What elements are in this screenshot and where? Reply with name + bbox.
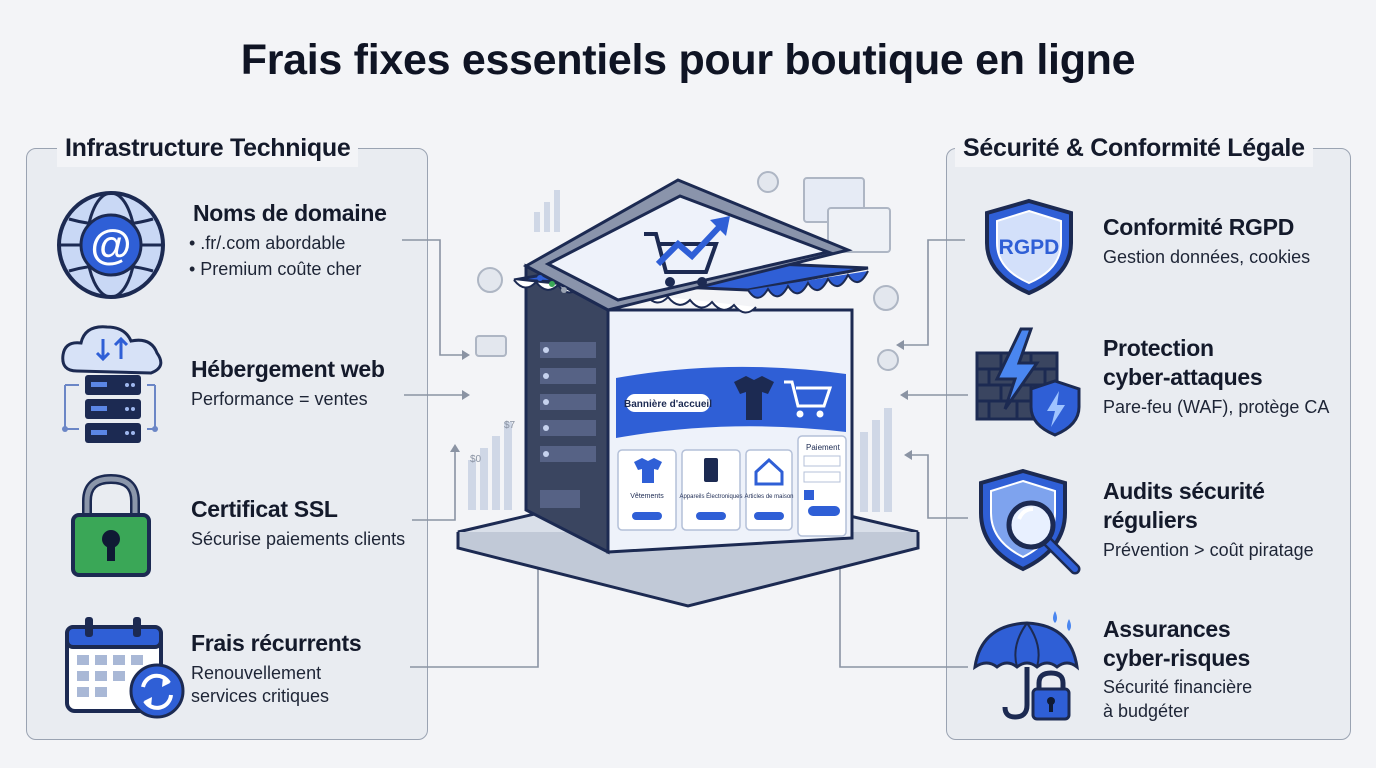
rgpd-shield-icon: RGPD (981, 197, 1077, 302)
window-dots (537, 275, 567, 293)
product-icon (704, 458, 718, 482)
item-heading: Assurances (1103, 616, 1231, 642)
item-text: Renouvellement (191, 663, 322, 683)
product-icon (754, 457, 784, 486)
product-icon (634, 458, 662, 483)
tshirt-icon (734, 376, 774, 420)
item-heading: réguliers (1103, 507, 1198, 533)
item-text: Sécurise paiements clients (191, 529, 406, 549)
card-icon (475, 335, 507, 357)
item-text: Performance = ventes (191, 389, 368, 409)
cloud-server-icon (55, 319, 171, 454)
padlock-icon (69, 473, 153, 584)
item-heading: cyber-attaques (1103, 364, 1263, 390)
category-label: Vêtements (630, 493, 664, 500)
left-panel: Infrastructure Technique @ Noms de domai… (26, 129, 428, 740)
item-text: Prévention > coût piratage (1103, 540, 1314, 560)
item-text: services critiques (191, 686, 330, 706)
left-panel-title: Infrastructure Technique (57, 129, 359, 167)
coin-icon (477, 171, 899, 371)
growth-cart-icon (644, 216, 730, 287)
item-heading: Audits sécurité (1103, 478, 1265, 504)
price-label: $7 (504, 420, 516, 431)
item-text: Sécurité financière (1103, 677, 1253, 697)
at-globe-icon: @ (55, 189, 167, 306)
right-panel: Sécurité & Conformité Légale RGPD Confor… (946, 129, 1351, 740)
item-text: à budgéter (1103, 701, 1190, 721)
shopping-cart-icon (784, 380, 833, 418)
svg-text:@: @ (91, 221, 132, 268)
price-label: $0 (470, 454, 482, 465)
item-text: Pare-feu (WAF), protège CA (1103, 397, 1330, 417)
item-heading: Hébergement web (191, 356, 385, 382)
right-panel-title: Sécurité & Conformité Légale (955, 129, 1313, 167)
browser-window-icon (803, 177, 891, 253)
category-label: Articles de maison (744, 494, 793, 500)
payment-label: Paiement (806, 443, 841, 452)
shield-magnifier-icon (975, 468, 1085, 584)
item-heading: Frais récurrents (191, 630, 362, 656)
page-title: Frais fixes essentiels pour boutique en … (240, 36, 1136, 84)
firewall-lightning-icon (975, 327, 1085, 442)
rgpd-text: RGPD (999, 236, 1060, 259)
banner-label-pill (626, 394, 710, 412)
umbrella-lock-icon (971, 605, 1083, 728)
online-store-illustration: $7 $0 Bannière d'accueil Vêtements Appar… (456, 171, 920, 608)
item-heading: Certificat SSL (191, 496, 338, 522)
calendar-refresh-icon (63, 615, 193, 730)
category-label: Appareils Électroniques (679, 493, 742, 500)
item-heading: Noms de domaine (193, 200, 387, 226)
item-text: • .fr/.com abordable (189, 233, 346, 253)
item-heading: cyber-risques (1103, 645, 1250, 671)
banner-text: Bannière d'accueil (624, 399, 712, 410)
item-heading: Protection (1103, 335, 1214, 361)
decorative-bar-charts (468, 190, 892, 512)
item-text: Gestion données, cookies (1103, 247, 1311, 267)
item-text: • Premium coûte cher (189, 259, 362, 279)
item-heading: Conformité RGPD (1103, 214, 1295, 240)
